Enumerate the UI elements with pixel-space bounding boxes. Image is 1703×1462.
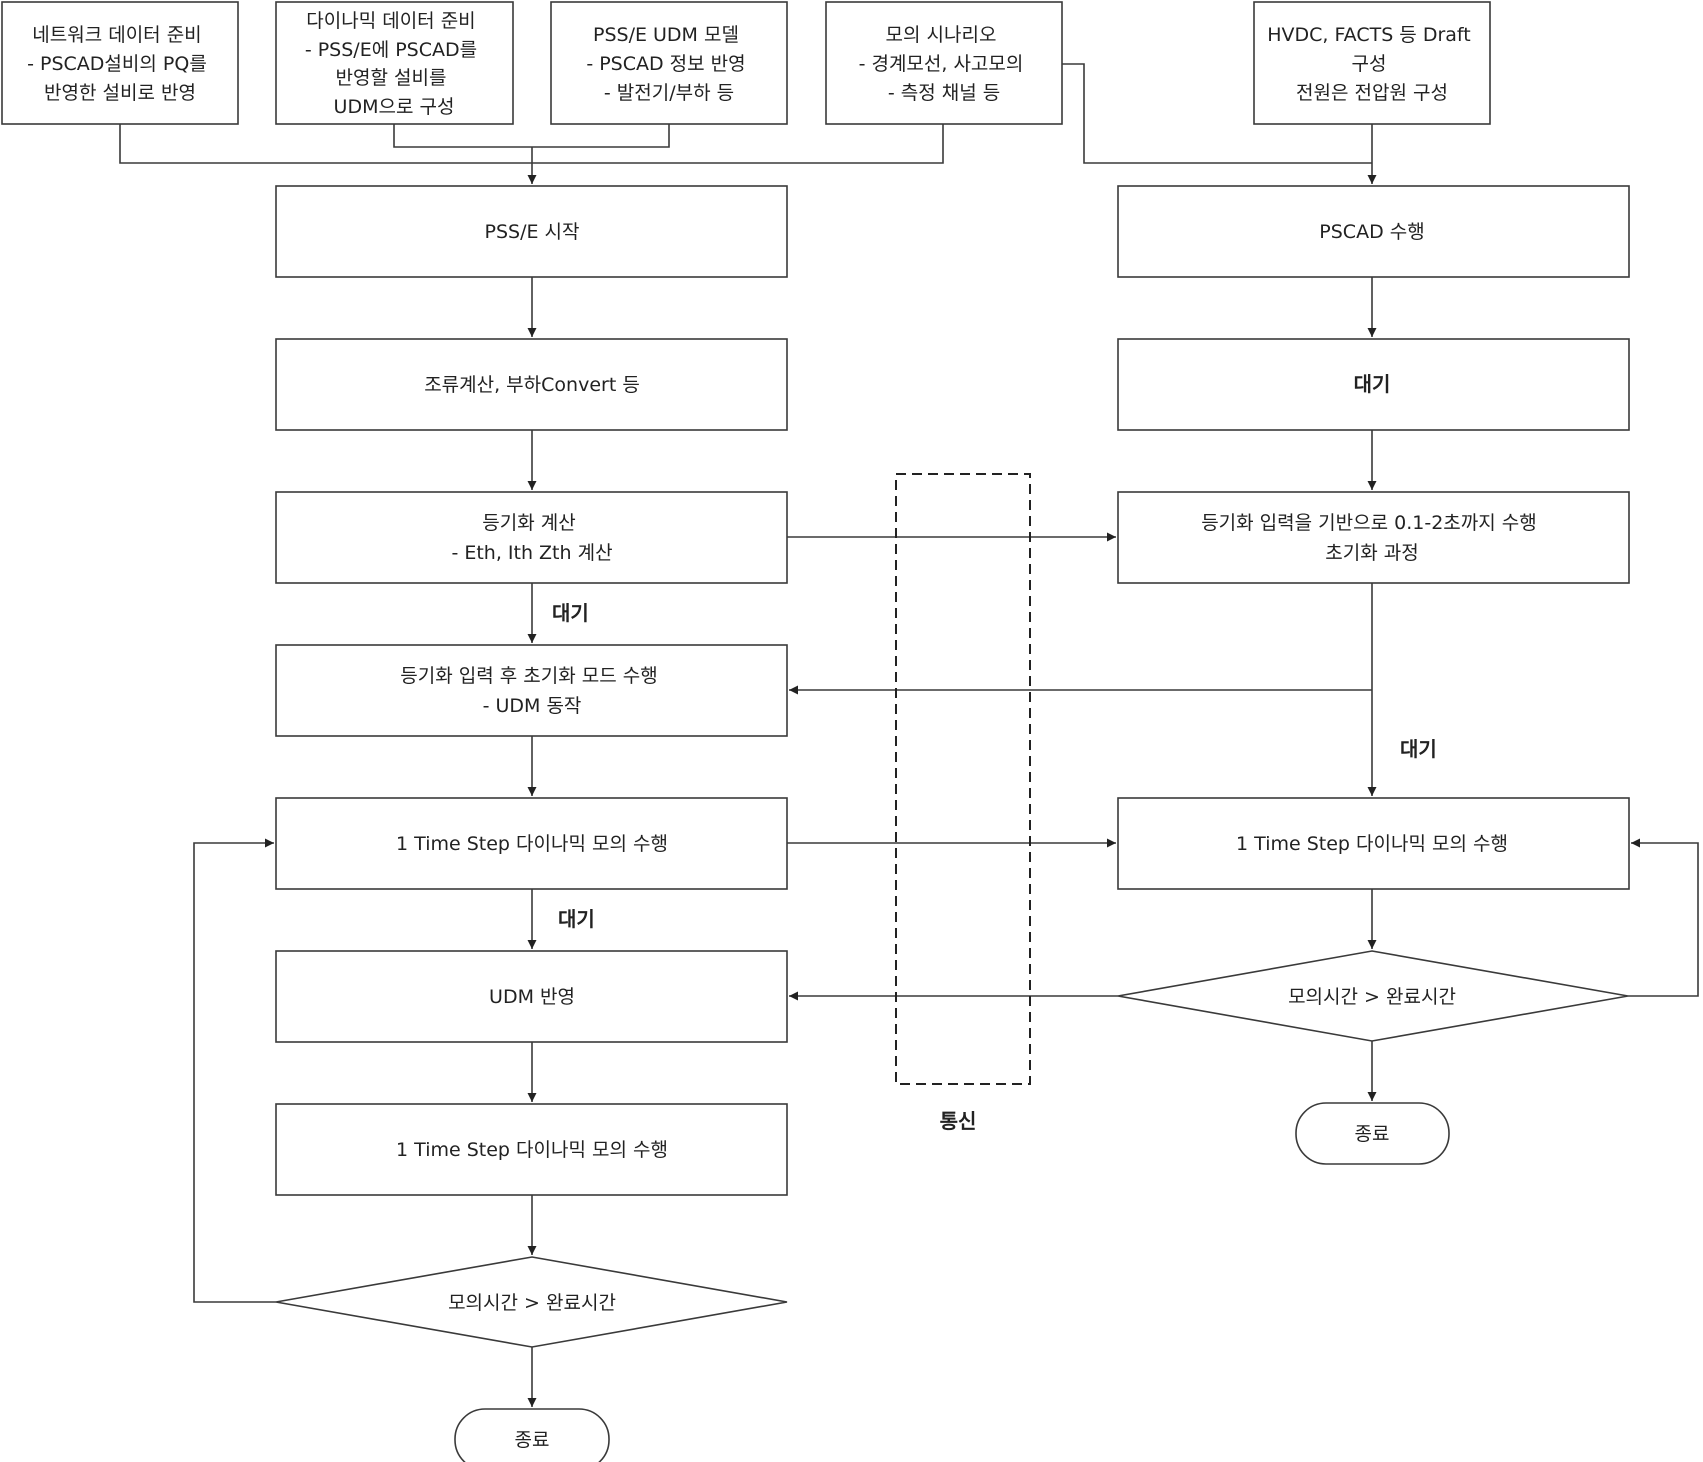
pscad-run-box: PSCAD 수행 — [1117, 185, 1630, 278]
svg-text:HVDC, FACTS 등 Draft 구성: HVDC, FACTS 등 Draft 구성 전원은 전압원 구성 — [1267, 24, 1477, 104]
pscad-step-label: 1 Time Step 다이나믹 모의 수행 — [1236, 833, 1508, 855]
psse-start-label: PSS/E 시작 — [485, 221, 580, 243]
scenario-line-3: - 측정 채널 등 — [888, 82, 1000, 104]
communication-label: 통신 — [940, 1109, 977, 1133]
udm-model-line-1: PSS/E UDM 모델 — [593, 24, 739, 46]
udm-model-line-3: - 발전기/부하 등 — [604, 82, 734, 104]
dynamic-line-4: UDM으로 구성 — [334, 96, 455, 118]
pscad-decision-label: 모의시간 > 완료시간 — [1288, 986, 1456, 1008]
psse-decision-diamond: 모의시간 > 완료시간 — [275, 1256, 788, 1348]
psse-step2-box: 1 Time Step 다이나믹 모의 수행 — [275, 1103, 788, 1196]
network-line-3: 반영한 설비로 반영 — [44, 82, 196, 104]
udm-apply-label: UDM 반영 — [489, 986, 575, 1008]
communication-zone — [895, 473, 1031, 1085]
pscad-run-label: PSCAD 수행 — [1319, 221, 1424, 243]
pscad-init-line-2: 초기화 과정 — [1325, 542, 1418, 564]
psse-end-label: 종료 — [515, 1429, 550, 1451]
pscad-init-box: 등기화 입력을 기반으로 0.1-2초까지 수행 초기화 과정 — [1117, 491, 1630, 584]
psse-step-box: 1 Time Step 다이나믹 모의 수행 — [275, 797, 788, 890]
scenario-line-1: 모의 시나리오 — [886, 24, 997, 46]
scenario-box: 모의 시나리오 - 경계모선, 사고모의 - 측정 채널 등 — [825, 1, 1063, 125]
psse-init-line-1: 등기화 입력 후 초기화 모드 수행 — [400, 665, 657, 687]
input-connectors — [119, 63, 1377, 184]
udm-apply-box: UDM 반영 — [275, 950, 788, 1043]
psse-step2-label: 1 Time Step 다이나믹 모의 수행 — [396, 1139, 668, 1161]
wait-label-3: 대기 — [1400, 737, 1437, 761]
hvdc-line-1: HVDC, FACTS 등 Draft — [1267, 24, 1471, 46]
svg-text:등기화 계산 - Eth, Ith Zth 계산: 등기화 계산 - Eth, Ith Zth 계산 — [451, 512, 612, 564]
pscad-wait-box: 대기 — [1117, 338, 1630, 431]
svg-text:등기화 입력을 기반으로 0.1-2초까지 수행: 등기화 입력을 기반으로 0.1-2초까지 수행 초기화 과정 — [1201, 512, 1543, 564]
dynamic-line-1: 다이나믹 데이터 준비 — [306, 10, 475, 32]
wait-label-2: 대기 — [558, 907, 595, 931]
svg-text:등기화 입력 후 초기화 모드 수행 - UDM: 등기화 입력 후 초기화 모드 수행 - UDM 동작 — [400, 665, 664, 717]
psse-end-terminator: 종료 — [454, 1408, 610, 1462]
pscad-wait-label: 대기 — [1354, 372, 1391, 396]
sync-calc-box: 등기화 계산 - Eth, Ith Zth 계산 — [275, 491, 788, 584]
network-line-2: - PSCAD설비의 PQ를 — [27, 53, 207, 75]
svg-text:모의 시나리오 - 경계모선, 사고모의: 모의 시나리오 - 경계모선, 사고모의 - 측정 채널 등 — [859, 24, 1030, 104]
pscad-decision-diamond: 모의시간 > 완료시간 — [1117, 950, 1629, 1042]
hvdc-line-2: 구성 — [1351, 53, 1386, 75]
udm-model-line-2: - PSCAD 정보 반영 — [586, 53, 745, 75]
udm-model-box: PSS/E UDM 모델 - PSCAD 정보 반영 - 발전기/부하 등 — [550, 1, 788, 125]
wait-label-1: 대기 — [552, 601, 589, 625]
pscad-end-terminator: 종료 — [1295, 1102, 1450, 1165]
psse-decision-label: 모의시간 > 완료시간 — [448, 1292, 616, 1314]
scenario-line-2: - 경계모선, 사고모의 — [859, 53, 1024, 75]
svg-text:네트워크 데이터 준비 - PSCAD설비의 P: 네트워크 데이터 준비 - PSCAD설비의 PQ를 반영한 설비로 반영 — [27, 24, 213, 104]
pscad-loop-arrow — [1628, 838, 1699, 997]
loadflow-label: 조류계산, 부하Convert 등 — [424, 374, 640, 396]
svg-text:PSS/E UDM 모델 - PSCAD 정보: PSS/E UDM 모델 - PSCAD 정보 반영 - 발전기/부하 등 — [586, 24, 751, 104]
dynamic-line-2: - PSS/E에 PSCAD를 — [305, 39, 477, 61]
sync-calc-line-1: 등기화 계산 — [482, 512, 575, 534]
pscad-end-label: 종료 — [1355, 1123, 1390, 1145]
psse-init-line-2: - UDM 동작 — [483, 695, 582, 717]
dynamic-line-3: 반영할 설비를 — [336, 67, 447, 89]
sync-calc-line-2: - Eth, Ith Zth 계산 — [451, 542, 612, 564]
hvdc-box: HVDC, FACTS 등 Draft 구성 전원은 전압원 구성 — [1253, 1, 1491, 125]
pscad-init-line-1: 등기화 입력을 기반으로 0.1-2초까지 수행 — [1201, 512, 1537, 534]
psse-step-label: 1 Time Step 다이나믹 모의 수행 — [396, 833, 668, 855]
svg-text:다이나믹 데이터 준비 - PSS/E에 PSC: 다이나믹 데이터 준비 - PSS/E에 PSCAD를 반영할 설비를 UDM으… — [305, 10, 483, 118]
dynamic-data-box: 다이나믹 데이터 준비 - PSS/E에 PSCAD를 반영할 설비를 UDM으… — [275, 1, 514, 125]
pscad-step-box: 1 Time Step 다이나믹 모의 수행 — [1117, 797, 1630, 890]
network-line-1: 네트워크 데이터 준비 — [32, 24, 201, 46]
psse-init-box: 등기화 입력 후 초기화 모드 수행 - UDM 동작 — [275, 644, 788, 737]
network-data-box: 네트워크 데이터 준비 - PSCAD설비의 PQ를 반영한 설비로 반영 — [1, 1, 239, 125]
loadflow-box: 조류계산, 부하Convert 등 — [275, 338, 788, 431]
psse-start-box: PSS/E 시작 — [275, 185, 788, 278]
psse-loop-arrow — [193, 838, 276, 1303]
hvdc-line-3: 전원은 전압원 구성 — [1296, 82, 1448, 104]
